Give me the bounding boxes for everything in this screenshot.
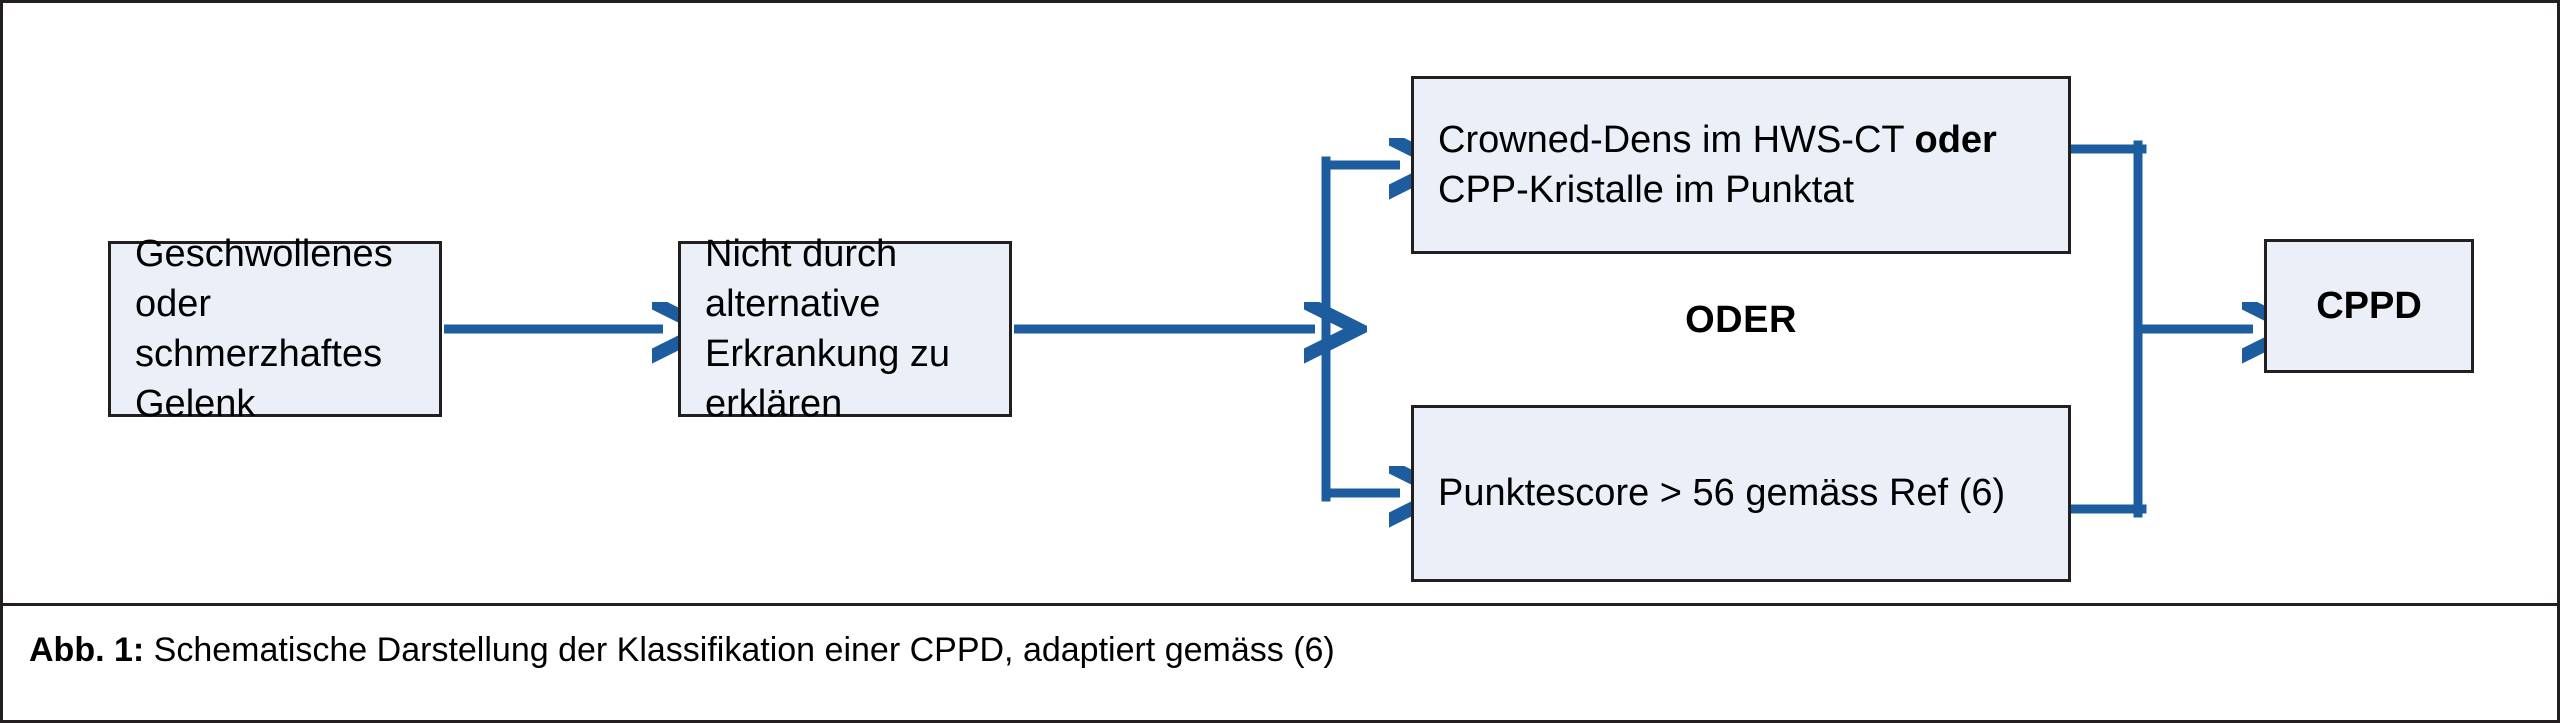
caption-divider	[3, 603, 2557, 606]
figure-caption: Abb. 1: Schematische Darstellung der Kla…	[29, 631, 1335, 670]
node-cppd-result: CPPD	[2264, 239, 2474, 373]
or-connector-label: ODER	[1685, 299, 1797, 341]
node-point-score-label: Punktescore > 56 gemäss Ref (6)	[1438, 472, 2006, 515]
node-crowned-dens-line1-plain: Crowned-Dens im HWS-CT	[1438, 118, 1915, 161]
node-no-alternative-disease: Nicht durch alternative Erkrankung zu er…	[678, 233, 1012, 425]
split-trunk	[1321, 161, 1400, 497]
flowchart-diagram: Geschwollenes oder schmerzhaftes Gelenk …	[3, 3, 2557, 603]
merge-trunk	[2066, 140, 2253, 518]
figure-caption-label: Abb. 1:	[29, 631, 145, 669]
node-crowned-dens-line2: CPP-Kristalle im Punktat	[1438, 169, 1855, 211]
node-no-alternative-disease-label: Nicht durch alternative Erkrankung zu er…	[705, 232, 951, 426]
figure-caption-text: Schematische Darstellung der Klassifikat…	[144, 631, 1335, 669]
node-swollen-joint-label: Geschwollenes oder schmerzhaftes Gelenk	[135, 232, 393, 426]
node-swollen-joint: Geschwollenes oder schmerzhaftes Gelenk	[108, 233, 442, 425]
node-point-score: Punktescore > 56 gemäss Ref (6)	[1411, 405, 2071, 582]
node-cppd-result-label: CPPD	[2316, 284, 2422, 327]
node-crowned-dens-line1-bold: oder	[1914, 118, 1997, 161]
flowchart-connectors	[444, 3, 2557, 603]
